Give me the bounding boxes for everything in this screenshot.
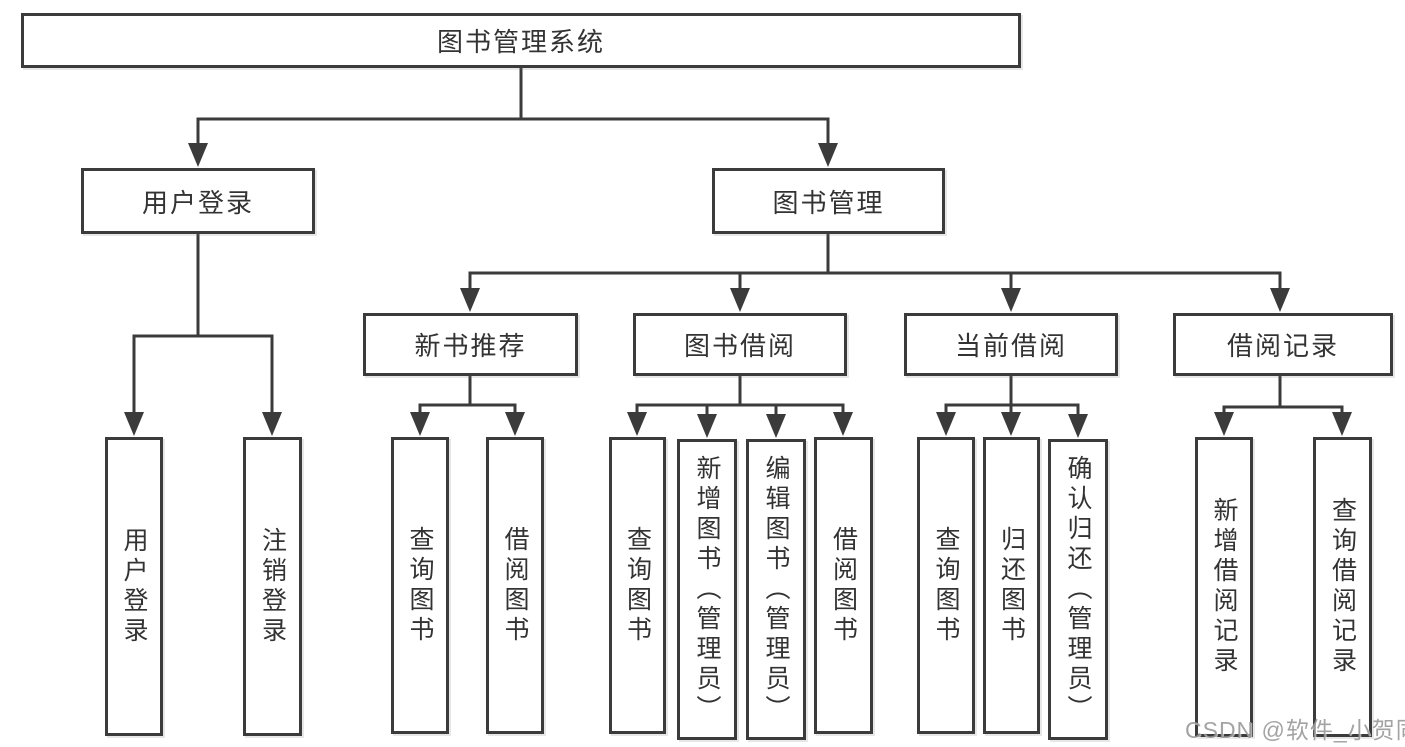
leaf-query-books-2-label: 查询图书 [623, 525, 652, 646]
leaf-confirm-return-admin: 确认归还（管理员） [1048, 439, 1108, 740]
leaf-logout-label: 注销登录 [258, 526, 287, 647]
csdn-watermark: CSDN @软件_小贺同学 [1185, 717, 1405, 743]
leaf-return-books: 归还图书 [983, 437, 1040, 734]
leaf-add-books-admin-label: 新增图书（管理员） [693, 454, 721, 725]
leaf-logout: 注销登录 [243, 437, 302, 736]
node-new-book-recommend: 新书推荐 [363, 313, 578, 376]
leaf-borrow-books-1-label: 借阅图书 [501, 525, 529, 646]
leaf-user-login-label: 用户登录 [120, 526, 148, 647]
leaf-borrow-books-2: 借阅图书 [814, 437, 873, 734]
leaf-edit-books-admin: 编辑图书（管理员） [746, 439, 806, 740]
leaf-query-books-2: 查询图书 [609, 437, 666, 734]
node-user-login: 用户登录 [81, 168, 315, 234]
node-borrow-records: 借阅记录 [1173, 313, 1393, 376]
node-new-book-recommend-label: 新书推荐 [414, 331, 527, 361]
node-user-login-label: 用户登录 [141, 187, 254, 218]
leaf-add-books-admin: 新增图书（管理员） [677, 439, 737, 740]
node-book-management: 图书管理 [712, 168, 945, 234]
leaf-return-books-label: 归还图书 [997, 525, 1026, 646]
leaf-query-borrow-record-label: 查询借阅记录 [1328, 497, 1357, 677]
node-book-borrow: 图书借阅 [633, 313, 847, 376]
node-book-borrow-label: 图书借阅 [683, 331, 796, 361]
node-book-management-label: 图书管理 [772, 187, 885, 218]
node-root: 图书管理系统 [21, 13, 1021, 68]
leaf-borrow-books-2-label: 借阅图书 [829, 525, 858, 646]
node-borrow-records-label: 借阅记录 [1226, 331, 1339, 361]
node-current-borrow: 当前借阅 [904, 313, 1118, 376]
leaf-query-books-1: 查询图书 [391, 437, 449, 734]
leaf-query-books-3-label: 查询图书 [932, 525, 960, 646]
leaf-user-login: 用户登录 [105, 437, 163, 736]
leaf-query-borrow-record: 查询借阅记录 [1313, 437, 1372, 737]
leaf-add-borrow-record: 新增借阅记录 [1195, 437, 1253, 737]
leaf-query-books-1-label: 查询图书 [406, 525, 434, 646]
leaf-edit-books-admin-label: 编辑图书（管理员） [762, 454, 790, 725]
leaf-query-books-3: 查询图书 [917, 437, 975, 734]
leaf-borrow-books-1: 借阅图书 [486, 437, 544, 734]
leaf-add-borrow-record-label: 新增借阅记录 [1210, 497, 1238, 677]
node-current-borrow-label: 当前借阅 [954, 331, 1067, 361]
leaf-confirm-return-admin-label: 确认归还（管理员） [1064, 454, 1092, 725]
node-root-label: 图书管理系统 [436, 27, 605, 57]
